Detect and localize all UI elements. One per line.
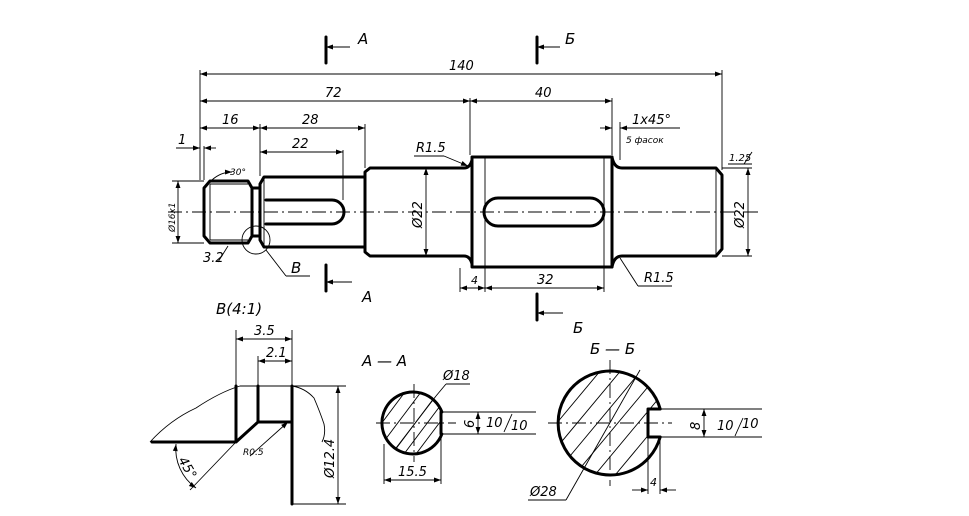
dim-length-22: 22 (292, 137, 309, 152)
section-a-fit: 10 (486, 416, 503, 431)
section-b-fit-2: 10 (742, 417, 759, 432)
roughness-right: 1.25 (729, 153, 751, 164)
detail-diameter: Ø12.4 (323, 439, 338, 479)
section-a-diameter: Ø18 (442, 369, 470, 384)
dim-length-72: 72 (325, 86, 342, 101)
dim-slot-length: 32 (537, 273, 554, 288)
section-cut-a: А А (324, 30, 372, 306)
section-mark-b-bottom: Б (573, 319, 583, 337)
section-a: А — А 15.5 Ø18 6 10 10 (361, 352, 536, 484)
section-b-fit: 10 (717, 419, 734, 434)
section-a-depth: 6 (463, 420, 478, 428)
dim-overall-length: 140 (449, 59, 474, 74)
section-mark-b-top: Б (565, 30, 575, 48)
section-b: Б — Б 8 10 10 4 Ø28 (528, 340, 762, 501)
dim-slot-offset: 4 (471, 274, 478, 287)
detail-angle: 45° (175, 455, 200, 482)
section-a-fit-2: 10 (511, 419, 528, 434)
section-b-title: Б — Б (590, 340, 635, 358)
dim-length-40: 40 (535, 86, 552, 101)
detail-title: В(4:1) (216, 300, 262, 318)
section-a-outline (380, 390, 444, 456)
detail-profile (150, 384, 294, 506)
dim-angle-30: 30° (230, 168, 246, 178)
dim-length-28: 28 (302, 113, 319, 128)
detail-break-line (149, 385, 326, 443)
section-b-outline (556, 369, 662, 477)
detail-radius: R0.5 (243, 448, 264, 458)
dimension-lines: 140 72 40 16 28 22 1 Ø16x1 30° 3.2 R1.5 (167, 59, 753, 291)
note-chamfer: 1x45° (632, 113, 671, 128)
section-cut-b: Б Б (535, 30, 583, 337)
extension-lines (172, 70, 752, 292)
dim-thread: Ø16x1 (167, 202, 178, 233)
section-a-width: 15.5 (398, 465, 427, 480)
right-step (610, 155, 724, 269)
section-b-depth: 8 (689, 422, 704, 430)
section-mark-a-bottom: А (361, 288, 372, 306)
dim-length-16: 16 (222, 113, 239, 128)
detail-dim-3-5: 3.5 (254, 324, 275, 339)
dim-fillet-right: R1.5 (644, 271, 674, 286)
dim-groove-3-2: 3.2 (203, 251, 224, 266)
section-a-title: А — А (361, 352, 407, 370)
detail-view: В(4:1) 3.5 2.1 Ø12.4 R0.5 45° (149, 300, 346, 506)
detail-circle (241, 225, 271, 255)
section-b-diameter: Ø28 (529, 485, 557, 500)
note-chamfer-count: 5 фасок (626, 136, 664, 146)
dim-diam-mid: Ø22 (411, 201, 426, 229)
dim-fillet-left: R1.5 (416, 141, 446, 156)
main-view: А А Б Б В (167, 30, 760, 337)
dim-diam-right: Ø22 (733, 201, 748, 229)
detail-dim-2-1: 2.1 (266, 346, 287, 361)
section-b-width: 4 (650, 476, 657, 489)
keyway-slot-a (264, 198, 346, 226)
detail-mark: В (291, 259, 301, 277)
dim-chamfer-1: 1 (178, 133, 186, 148)
keyway-slot-b (482, 196, 606, 228)
section-mark-a-top: А (357, 30, 368, 48)
